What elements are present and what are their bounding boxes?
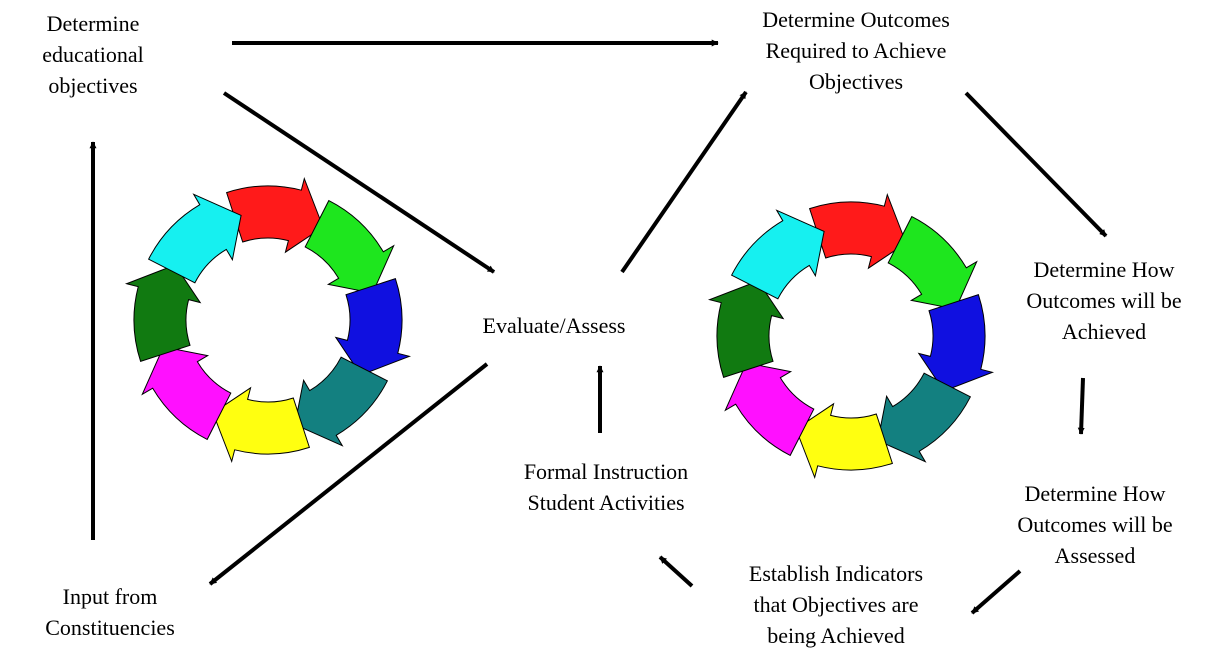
- node-determine-objectives: Determine educational objectives: [8, 8, 178, 101]
- arrow-indicators-to-instruction: [658, 555, 694, 588]
- node-line: objectives: [48, 73, 138, 98]
- node-line: Input from: [62, 584, 158, 609]
- arrow-evaluate-to-outcomes: [620, 90, 748, 274]
- node-evaluate-assess: Evaluate/Assess: [444, 310, 664, 341]
- connector-arrows: [89, 39, 1108, 615]
- cycle-wheel-left: [124, 176, 412, 464]
- node-line: Student Activities: [527, 490, 685, 515]
- cycle-arrow-segment: [730, 209, 825, 300]
- node-establish-indicators: Establish Indicators that Objectives are…: [706, 558, 966, 651]
- arrow-outcomes-to-achieved: [964, 91, 1108, 238]
- arrow-objectives-to-evaluate: [222, 91, 496, 274]
- node-line: Constituencies: [45, 615, 175, 640]
- arrow-assessed-to-indicators: [970, 569, 1022, 615]
- node-formal-instruction: Formal Instruction Student Activities: [486, 456, 726, 518]
- node-line: Establish Indicators: [748, 561, 924, 586]
- cycle-wheel-right: [707, 192, 995, 480]
- node-outcomes-assessed: Determine How Outcomes will be Assessed: [985, 478, 1205, 571]
- node-line: Determine: [46, 11, 140, 36]
- node-line: Required to Achieve: [765, 38, 947, 63]
- node-line: Objectives: [808, 69, 904, 94]
- node-line: being Achieved: [767, 623, 905, 648]
- node-input-constituencies: Input from Constituencies: [10, 581, 210, 643]
- node-line: Determine Outcomes: [762, 7, 950, 32]
- node-line: Formal Instruction: [523, 459, 689, 484]
- node-line: Evaluate/Assess: [482, 313, 626, 338]
- node-line: that Objectives are: [753, 592, 919, 617]
- node-line: Achieved: [1061, 319, 1147, 344]
- arrow-evaluate-to-input: [208, 362, 489, 586]
- node-line: Outcomes will be: [1026, 288, 1182, 313]
- node-line: Outcomes will be: [1017, 512, 1173, 537]
- node-determine-outcomes: Determine Outcomes Required to Achieve O…: [716, 4, 996, 97]
- arrow-achieved-to-assessed: [1077, 377, 1085, 435]
- node-line: educational: [42, 42, 144, 67]
- cycle-arrow-segment: [147, 193, 242, 284]
- node-line: Assessed: [1054, 543, 1136, 568]
- node-line: Determine How: [1033, 257, 1175, 282]
- node-line: Determine How: [1024, 481, 1166, 506]
- node-outcomes-achieved: Determine How Outcomes will be Achieved: [1004, 254, 1204, 347]
